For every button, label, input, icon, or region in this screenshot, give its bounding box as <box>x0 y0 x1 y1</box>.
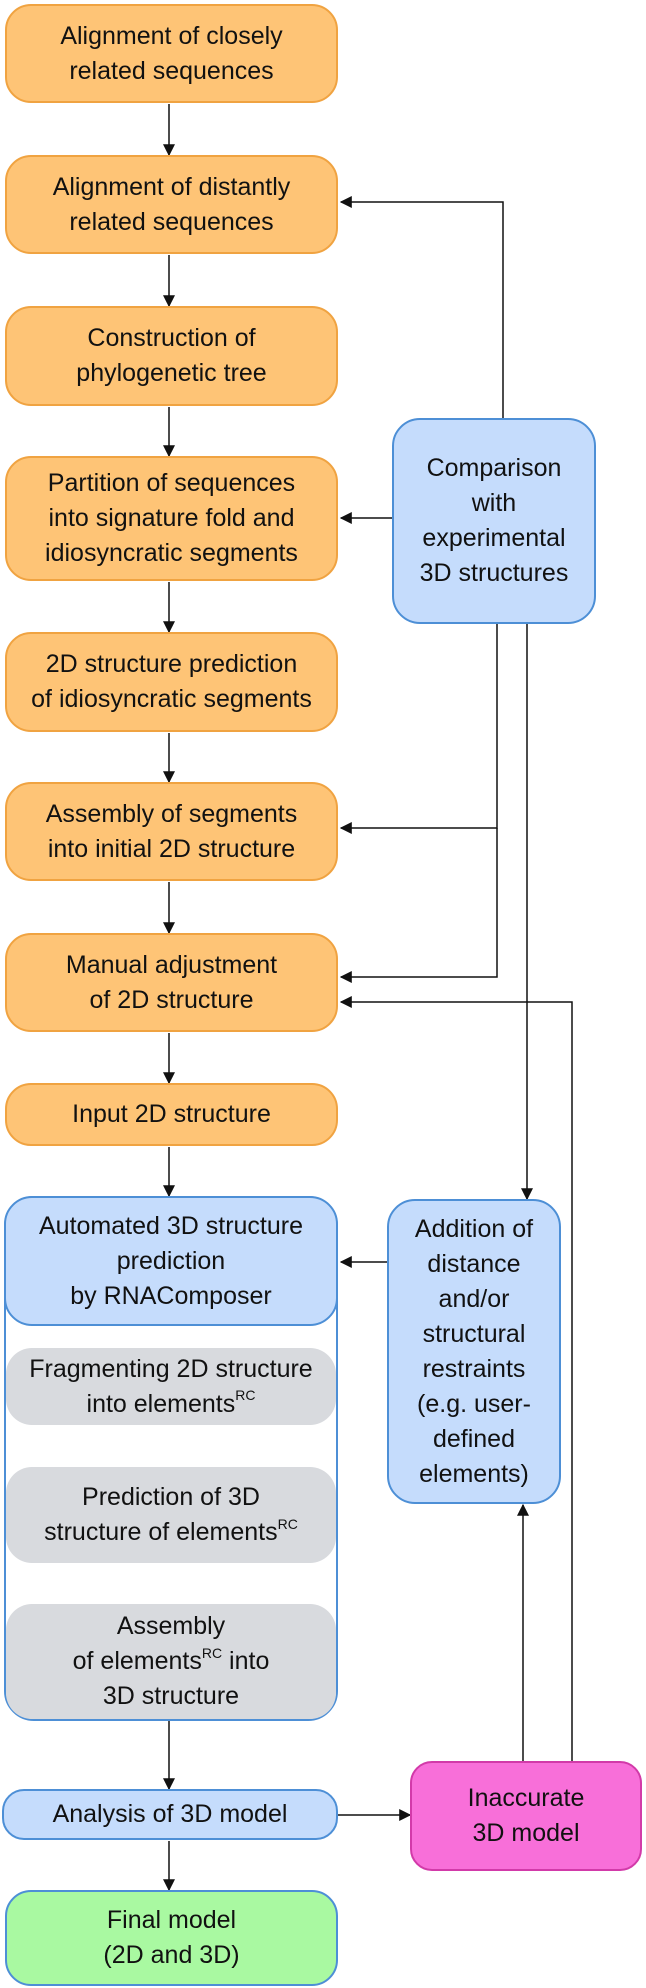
step-assembly-elements: Assembly of elementsRC into 3D structure <box>6 1604 336 1719</box>
arrow-comparison-to-distant <box>339 196 504 418</box>
arrow-comparison-to-assembly <box>339 624 498 834</box>
addition-restraints: Addition of distance and/or structural r… <box>387 1199 561 1504</box>
step-analysis: Analysis of 3D model <box>2 1789 338 1840</box>
step-fragmenting: Fragmenting 2D structure into elementsRC <box>6 1348 336 1425</box>
step-final-model: Final model(2D and 3D) <box>5 1890 338 1986</box>
arrow-comparison-to-manual <box>339 828 498 983</box>
arrow-inaccurate-to-manual <box>339 996 573 1761</box>
step-prediction-3d: Prediction of 3D structure of elementsRC <box>6 1467 336 1563</box>
step-input-2d: Input 2D structure <box>5 1083 338 1146</box>
